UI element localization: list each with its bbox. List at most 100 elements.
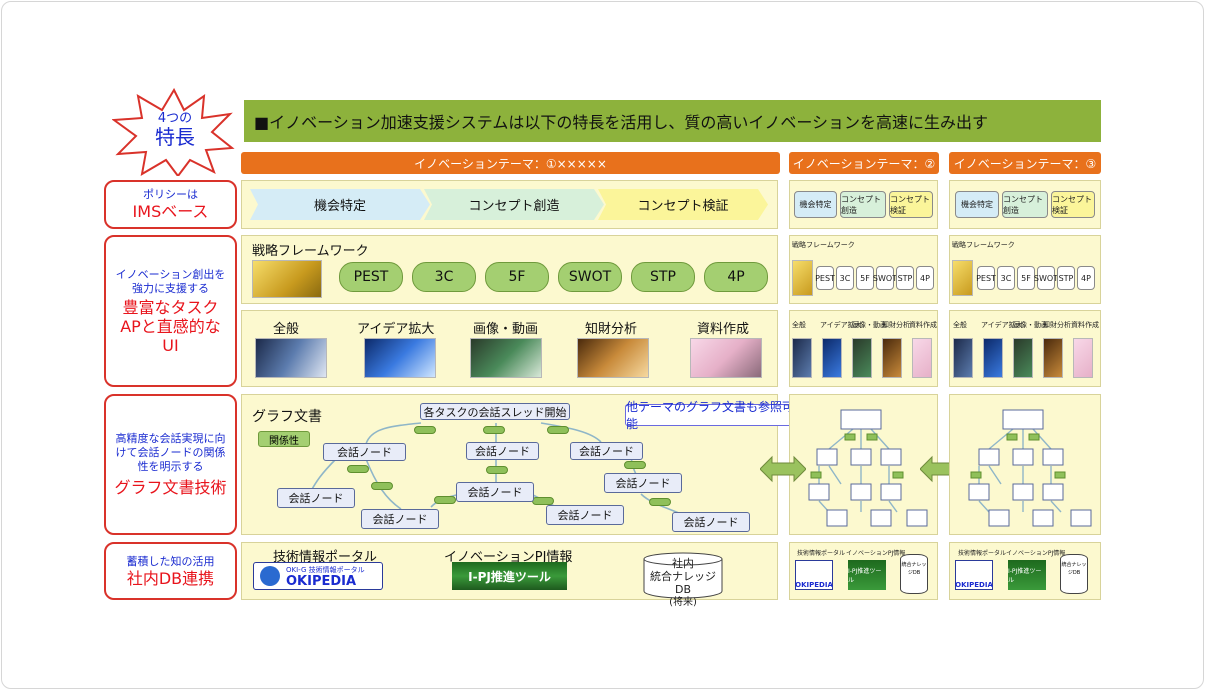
t2-cat-ip: 知財分析 [882,321,910,329]
conversation-node[interactable]: 会話ノード [546,505,624,525]
feature-tasks-title: 豊富なタスクAPと直感的なUI [120,297,221,355]
t3-portal-title: 技術情報ポータル [958,550,1007,557]
t3-fw-stp[interactable]: STP [1057,266,1075,290]
conversation-node[interactable]: 会話ノード [323,443,406,461]
portal-title: 技術情報ポータル [273,550,378,565]
relation-edge [434,496,456,504]
t2-okipedia[interactable]: OKIPEDIA [795,560,833,590]
graph-root-node[interactable]: 各タスクの会話スレッド開始 [420,403,570,420]
t3-cat-thumb[interactable] [983,338,1003,378]
t2-framework-title: 戦略フレームワーク [792,241,855,249]
t3-framework-image [952,260,973,296]
framework-stp-button[interactable]: STP [631,262,695,292]
t3-cat-thumb[interactable] [1013,338,1033,378]
relation-edge [624,461,646,469]
t2-fw-5f[interactable]: 5F [856,266,874,290]
conversation-node[interactable]: 会話ノード [361,509,439,529]
okipedia-button[interactable]: OKI-G 技術情報ポータル OKIPEDIA [253,562,383,590]
framework-pest-button[interactable]: PEST [339,262,403,292]
t3-fw-4p[interactable]: 4P [1077,266,1095,290]
relation-edge [414,426,436,434]
kdb-line3: (将来) [669,597,697,608]
t2-cat-idea: アイデア拡大 [820,321,862,329]
category-image-button[interactable] [470,338,542,378]
framework-swot-button[interactable]: SWOT [558,262,622,292]
category-idea-label: アイデア拡大 [357,322,435,337]
t2-framework-image [792,260,813,296]
framework-4p-button[interactable]: 4P [704,262,768,292]
category-idea-button[interactable] [364,338,436,378]
t3-fw-5f[interactable]: 5F [1017,266,1035,290]
t2-fw-pest[interactable]: PEST [815,266,835,290]
t2-kdb: 統合ナレッジDB [900,554,928,594]
feature-graph-sub: 高精度な会話実現に向けて会話ノードの関係性を明示する [115,432,226,473]
t2-cat-thumb[interactable] [792,338,812,378]
feature-db: 蓄積した知の活用 社内DB連携 [104,542,237,600]
conversation-node[interactable]: 会話ノード [672,512,750,532]
headline-banner: ■イノベーション加速支援システムは以下の特長を活用し、質の高いイノベーションを高… [244,100,1101,142]
t2-cat-thumb[interactable] [912,338,932,378]
t3-cat-thumb[interactable] [953,338,973,378]
ipj-tool-button[interactable]: I-PJ推進ツール [452,562,567,590]
relation-edge [486,466,508,474]
category-ip-button[interactable] [577,338,649,378]
relation-edge [371,482,393,490]
t3-framework-title: 戦略フレームワーク [952,241,1015,249]
relation-edge [347,465,369,473]
category-doc-button[interactable] [690,338,762,378]
t2-ipj[interactable]: I-PJ推進ツール [848,560,886,590]
t2-fw-3c[interactable]: 3C [836,266,854,290]
framework-5f-button[interactable]: 5F [485,262,549,292]
t2-cat-thumb[interactable] [852,338,872,378]
phase-opportunity: 機会特定 [250,189,430,220]
category-ip-label: 知財分析 [585,322,638,337]
framework-3c-button[interactable]: 3C [412,262,476,292]
t3-okipedia[interactable]: OKIPEDIA [955,560,993,590]
okipedia-sub: OKI-G 技術情報ポータル [286,566,365,574]
t3-cat-general: 全般 [953,321,967,329]
t3-fw-pest[interactable]: PEST [976,266,996,290]
t2-phase-3: コンセプト検証 [889,191,933,218]
t2-kdb-line2: 統合ナレッジDB [901,562,927,576]
category-image-label: 画像・動画 [473,322,539,337]
theme-header-3: イノベーションテーマ：③ [949,152,1101,174]
t3-cat-thumb[interactable] [1073,338,1093,378]
framework-title: 戦略フレームワーク [252,244,369,259]
t2-cat-thumb[interactable] [882,338,902,378]
t3-ipj[interactable]: I-PJ推進ツール [1008,560,1046,590]
t3-fw-swot[interactable]: SWOT [1034,266,1058,290]
t2-fw-stp[interactable]: STP [896,266,914,290]
kdb-line2: 統合ナレッジDB [650,570,716,596]
relation-edge [483,426,505,434]
category-doc-label: 資料作成 [697,322,750,337]
t3-phase-2: コンセプト創造 [1002,191,1048,218]
t3-cat-doc: 資料作成 [1071,321,1099,329]
t2-portal-title: 技術情報ポータル [797,550,846,557]
conversation-node[interactable]: 会話ノード [277,488,355,508]
t2-cat-thumb[interactable] [822,338,842,378]
burst-line2: 特長 [155,125,195,149]
t3-cat-thumb[interactable] [1043,338,1063,378]
conversation-node[interactable]: 会話ノード [456,482,534,502]
t2-cat-image: 画像・動画 [852,321,887,329]
t2-fw-swot[interactable]: SWOT [873,266,897,290]
framework-image [252,260,322,298]
t3-pj-title: イノベーションPJ情報 [1006,550,1066,557]
relation-edge [547,426,569,434]
t3-fw-3c[interactable]: 3C [997,266,1015,290]
feature-tasks-sub: イノベーション創出を強力に支援する [115,267,226,295]
conversation-node[interactable]: 会話ノード [466,442,539,460]
t2-mini-graph [808,409,928,527]
phase-concept-validation: コンセプト検証 [598,189,768,220]
burst-text: 4つの 特長 [140,112,210,149]
theme-header-2: イノベーションテーマ：② [789,152,939,174]
phase-concept-creation: コンセプト創造 [424,189,604,220]
kdb-line1: 社内 [672,557,694,570]
conversation-node[interactable]: 会話ノード [570,442,643,460]
feature-policy: ポリシーは IMSベース [104,180,237,229]
t2-phase-2: コンセプト創造 [840,191,886,218]
feature-graph-title: グラフ文書技術 [114,478,227,497]
category-general-button[interactable] [255,338,327,378]
conversation-node[interactable]: 会話ノード [604,473,682,493]
t2-fw-4p[interactable]: 4P [916,266,934,290]
